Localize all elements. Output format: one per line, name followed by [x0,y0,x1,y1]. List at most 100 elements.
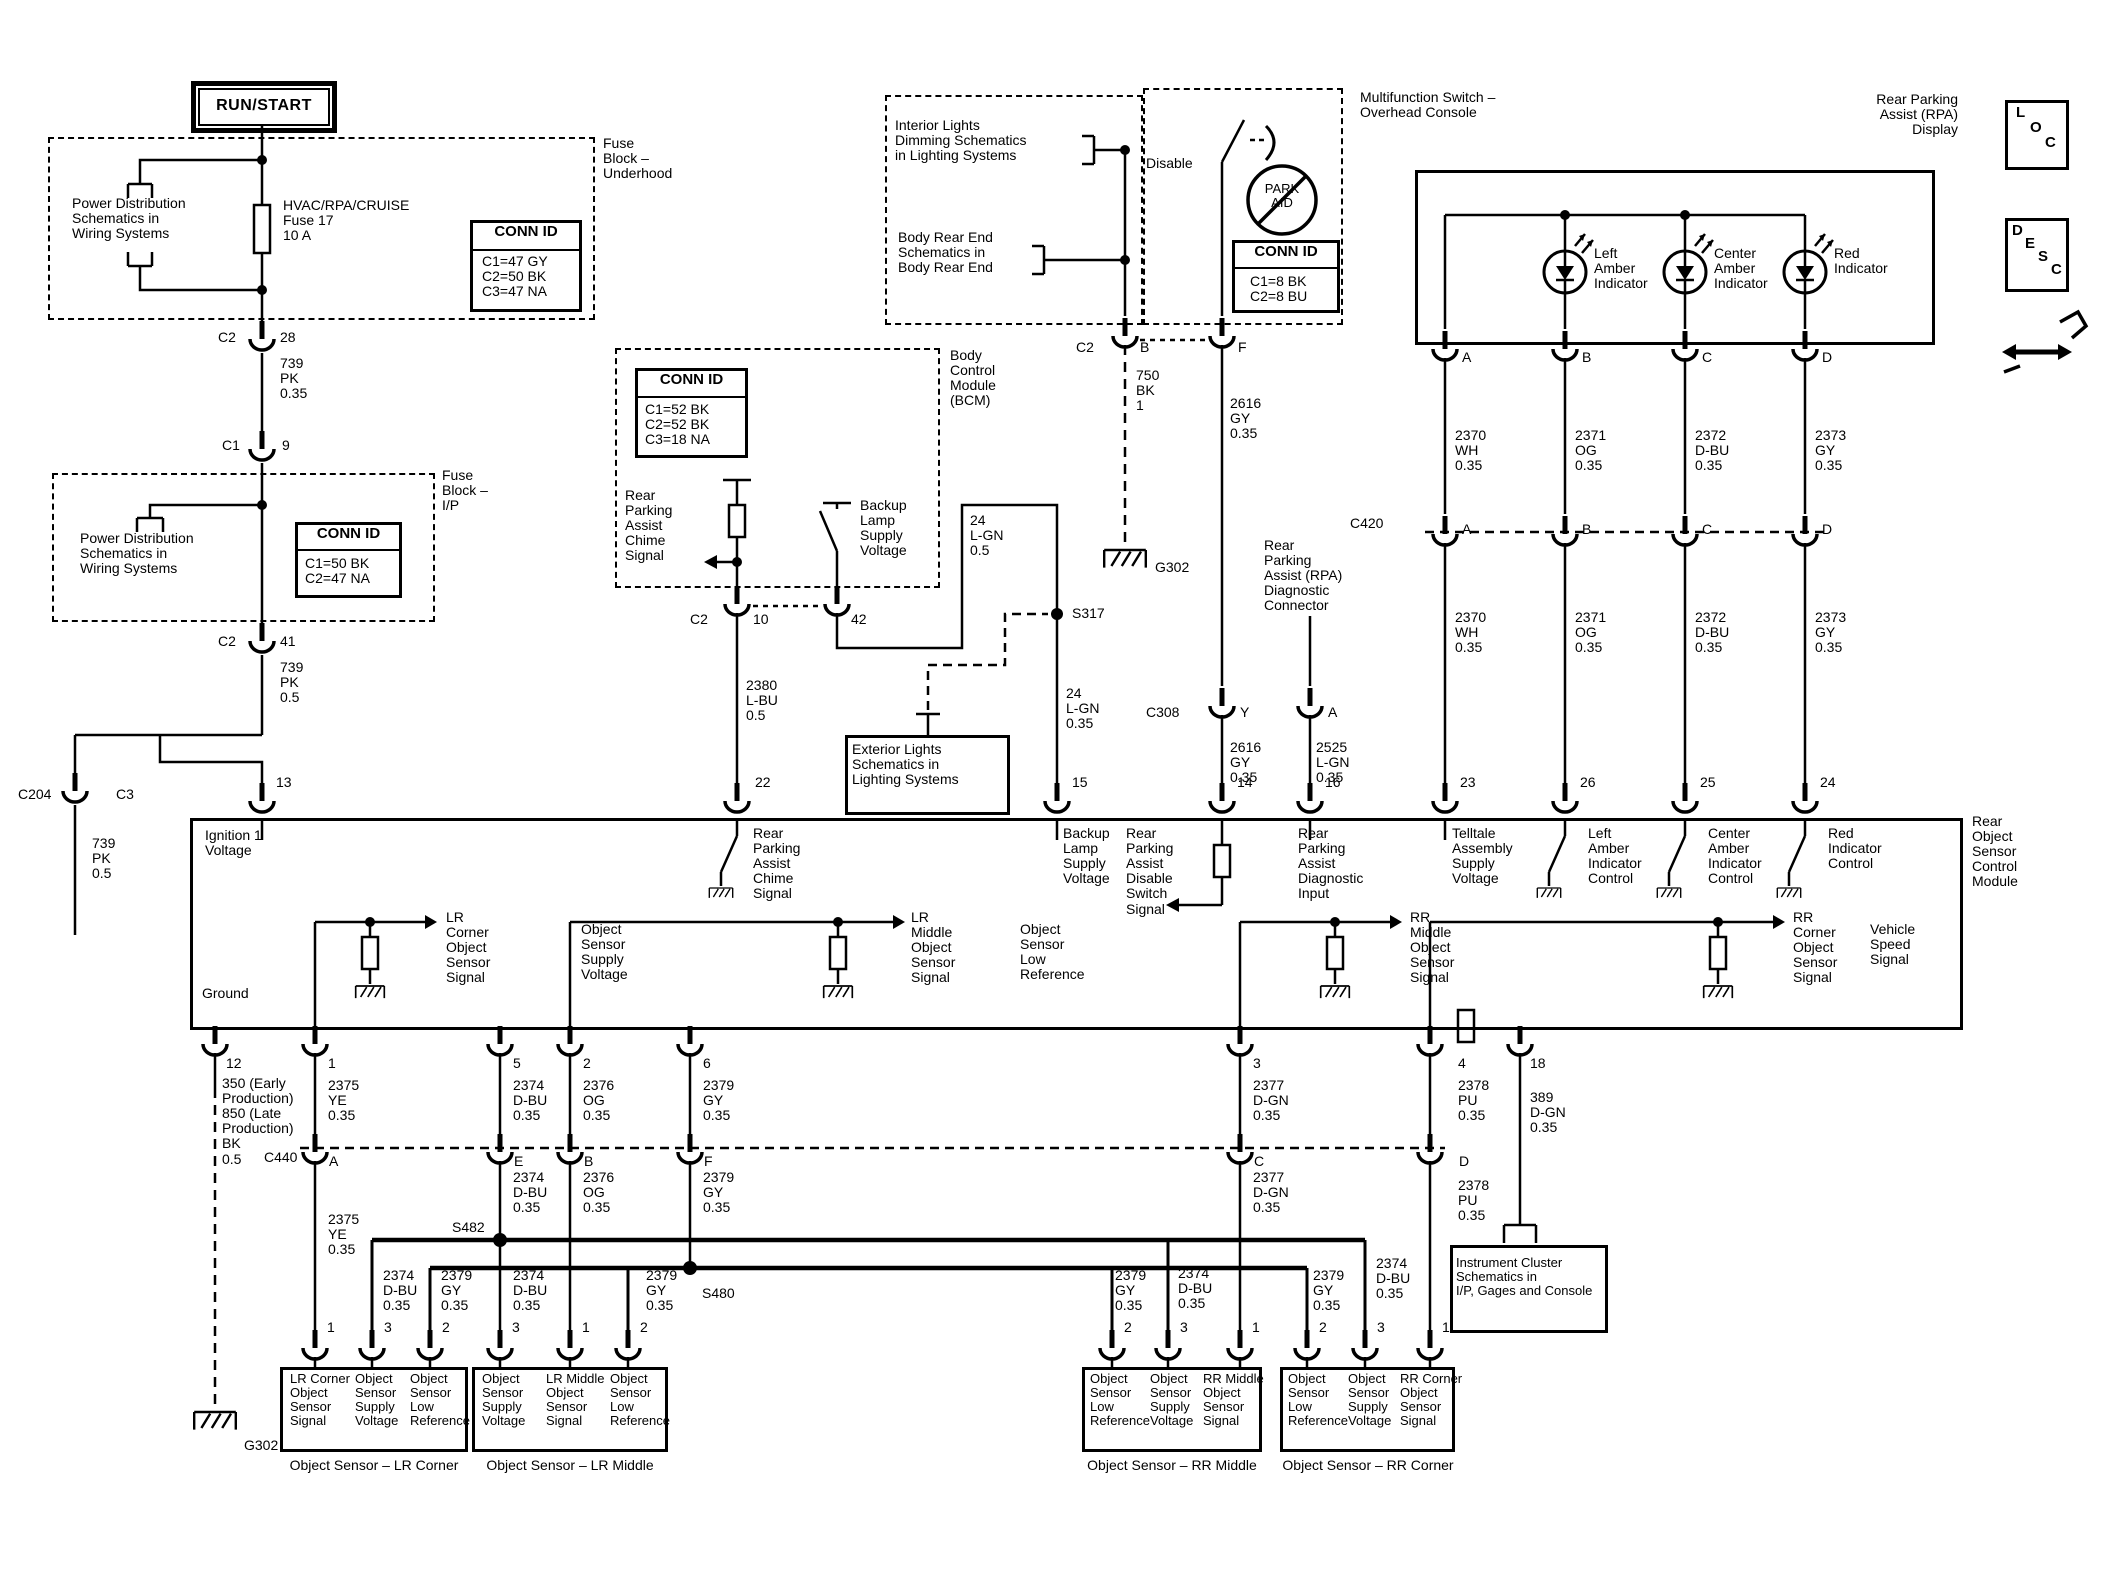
conn-id-underhood-box [470,220,582,312]
left-amber-label: Left Amber Indicator [1594,245,1648,292]
desc-d: D [2012,222,2023,239]
pin-15: 15 [1072,774,1088,790]
conn-id-ip-box-header [298,525,399,551]
desc-s: S [2038,248,2049,265]
ignition-label: Ignition 1 Voltage [205,827,262,859]
fuse-block-underhood-label: Fuse Block – Underhood [603,135,673,182]
wire-2375-a: 2375 YE 0.35 [328,1077,360,1124]
wire-750-bk: 750 BK 1 [1136,367,1160,414]
resistor-icons [360,503,1728,971]
lrm-cell-supply: Object Sensor Supply Voltage [482,1371,526,1429]
conn-id-underhood-rows: C1=47 GY C2=50 BK C3=47 NA [482,253,548,300]
exterior-lights-ref-box [845,735,1010,815]
conn-id-bcm-box-header [638,371,745,398]
wire-2373-b: 2373 GY 0.35 [1815,609,1847,656]
multifunction-label: Multifunction Switch – Overhead Console [1360,89,1496,121]
backup-module-label: Backup Lamp Supply Voltage [1063,825,1110,887]
bcm-label: Body Control Module (BCM) [950,347,996,409]
wire-2371-b: 2371 OG 0.35 [1575,609,1607,656]
pin-1: 1 [328,1055,336,1071]
wire-2374-rrm: 2374 D-BU 0.35 [1178,1265,1213,1312]
rrc-cell-lowref: Object Sensor Low Reference [1288,1371,1348,1429]
c440-label: C440 [264,1149,298,1165]
conn-id-underhood-title: CONN ID [494,223,558,240]
lrc-pin-3: 3 [384,1319,392,1335]
c440-pin-f: F [704,1153,713,1169]
pin-42: 42 [851,611,867,627]
c2-b-pin: B [1140,339,1150,355]
rrc-pin-2: 2 [1319,1319,1327,1335]
c1-9-pin: 9 [282,437,290,453]
lrc-cell-supply: Object Sensor Supply Voltage [355,1371,399,1429]
c440-pin-e: E [514,1153,524,1169]
vss-module-label: Vehicle Speed Signal [1870,921,1916,968]
pin-13: 13 [276,774,292,790]
caption-rr-middle: Object Sensor – RR Middle [1087,1457,1257,1473]
wire-2376-a: 2376 OG 0.35 [583,1077,615,1124]
junction-dots [257,145,1723,1275]
telltale-module-label: Telltale Assembly Supply Voltage [1452,825,1513,887]
conn-id-multifunction-box-header [1235,243,1337,269]
interior-lights-ref: Interior Lights Dimming Schematics in Li… [895,117,1027,164]
display-pin-c: C [1702,349,1713,365]
multifunction-switch-box [1143,88,1343,325]
lr-middle-module-label: LR Middle Object Sensor Signal [911,909,956,986]
wire-2371-a: 2371 OG 0.35 [1575,427,1607,474]
pin-3: 3 [1253,1055,1261,1071]
rrc-pin-1: 1 [1442,1319,1450,1335]
diag-a: A [1328,704,1338,720]
display-pin-a: A [1462,349,1472,365]
wire-2372-a: 2372 D-BU 0.35 [1695,427,1730,474]
pin-2: 2 [583,1055,591,1071]
wire-2374-lrm: 2374 D-BU 0.35 [513,1267,548,1314]
conn-id-multifunction-rows: C1=8 BK C2=8 BU [1250,273,1308,305]
run-start-label: RUN/START [216,97,312,114]
rrm-cell-signal: RR Middle Object Sensor Signal [1203,1371,1264,1429]
g302-bottom-label: G302 [244,1437,279,1453]
disable-module-label: Rear Parking Assist Disable Switch Signa… [1126,825,1174,917]
g302-mid-label: G302 [1155,559,1190,575]
ground-g302-mid-icon [1102,548,1148,569]
lrm-pin-1: 1 [582,1319,590,1335]
wire-2379-lrm: 2379 GY 0.35 [646,1267,678,1314]
wire-739-pk-05: 739 PK 0.5 [280,659,304,706]
c2-b-conn: C2 [1076,339,1094,355]
wire-2616-b: 2616 GY 0.35 [1230,739,1262,786]
c420-pin-c: C [1702,521,1713,537]
c440-pin-d: D [1459,1153,1470,1169]
wire-2379-rrm: 2379 GY 0.35 [1115,1267,1147,1314]
instrument-cluster-ref-box [1450,1245,1608,1333]
fuse17-label: HVAC/RPA/CRUISE Fuse 17 10 A [283,197,410,244]
disable-label: Disable [1146,155,1193,171]
ground-g302-bottom-icon [192,1410,238,1431]
rr-corner-module-label: RR Corner Object Sensor Signal [1793,909,1838,986]
rpa-display-box [1415,170,1935,345]
body-rear-end-ref: Body Rear End Schematics in Body Rear En… [898,229,993,276]
c440-pin-c: C [1254,1153,1265,1169]
c420-label: C420 [1350,515,1384,531]
wire-2375-b: 2375 YE 0.35 [328,1211,360,1258]
object-sensor-lr-middle-box [472,1367,668,1452]
wire-2377-a: 2377 D-GN 0.35 [1253,1077,1289,1124]
rear-object-sensor-module-box [190,818,1963,1030]
loc-l: L [2016,104,2026,121]
wire-2525: 2525 L-GN 0.35 [1316,739,1350,786]
instrument-cluster-label: Instrument Cluster Schematics in I/P, Ga… [1456,1255,1593,1299]
c1-9-conn: C1 [222,437,240,453]
conn-id-ip-box [295,522,402,598]
wire-2379-a: 2379 GY 0.35 [703,1077,735,1124]
red-module-label: Red Indicator Control [1828,825,1882,872]
conn-id-bcm-title: CONN ID [659,371,724,388]
display-pin-b: B [1582,349,1592,365]
pin-12: 12 [226,1055,242,1071]
rrc-cell-signal: RR Corner Object Sensor Signal [1400,1371,1463,1429]
wire-739-pk-05-b: 739 PK 0.5 [92,835,116,882]
c440-pin-a: A [329,1153,339,1169]
run-start-box [191,81,337,133]
pin-25: 25 [1700,774,1716,790]
rrm-pin-1: 1 [1252,1319,1260,1335]
supply-module-label: Object Sensor Supply Voltage [581,921,628,983]
pin-5: 5 [513,1055,521,1071]
wire-2370-b: 2370 WH 0.35 [1455,609,1487,656]
